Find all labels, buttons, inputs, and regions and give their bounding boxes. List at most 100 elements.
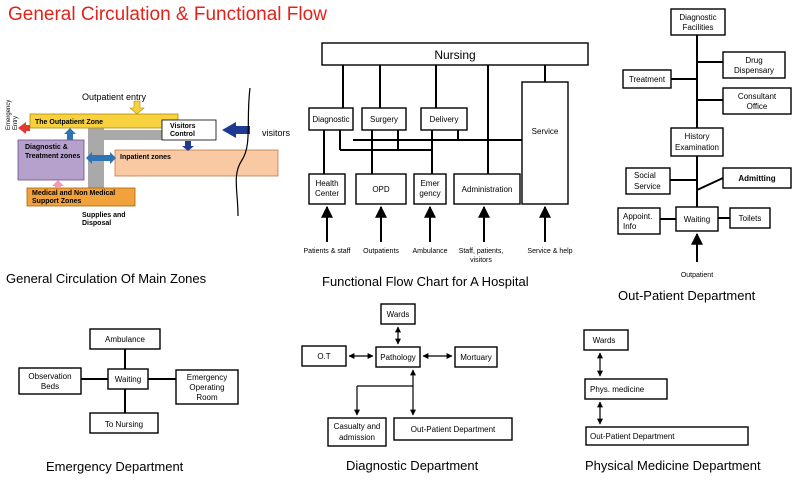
diagnostic-zone-label-2: Treatment zones (25, 153, 80, 160)
support-link-arrow (52, 180, 64, 188)
drug-dispensary-label-1: Drug (745, 56, 762, 65)
consultant-office-label-1: Consultant (738, 92, 777, 101)
appoint-info-label-1: Appoint. (623, 212, 652, 221)
input-staff-patients-visitors-2: visitors (470, 257, 492, 264)
input-patients-staff: Patients & staff (304, 248, 351, 255)
emergency-operating-room-box (175, 369, 239, 405)
delivery-label: Delivery (430, 115, 459, 124)
administration-box (453, 173, 521, 205)
support-zones (26, 187, 136, 207)
input-staff-patients-visitors-1: Staff, patients, (459, 248, 504, 255)
emergency-entry-label-1: Emergency (6, 100, 12, 130)
functional-flow-chart: Nursing Diagnostic Surgery Delivery Serv… (304, 42, 589, 264)
administration-label: Administration (462, 185, 513, 194)
dd-wards-box (380, 303, 416, 325)
casualty-admission-label-2: admission (339, 433, 375, 442)
ot-label: O.T (317, 352, 330, 361)
caption-emergency-department: Emergency Department (46, 459, 184, 474)
visitors-control-label-2: Control (170, 131, 195, 138)
appoint-info-label-2: Info (623, 222, 637, 231)
physical-medicine-diagram: Wards Phys. medicine Out-Patient Departm… (583, 329, 749, 446)
pm-outpatient-department-label: Out-Patient Department (590, 432, 675, 441)
caption-outpatient-department: Out-Patient Department (618, 288, 756, 303)
casualty-admission-box (327, 417, 387, 447)
inpatient-zones (114, 149, 279, 177)
consultant-office-box (722, 87, 792, 115)
supplies-label-1: Supplies and (82, 212, 126, 219)
casualty-admission-label-1: Casualty and (334, 422, 381, 431)
toilets-label: Toilets (739, 214, 762, 223)
mortuary-box (454, 346, 498, 368)
pm-outpatient-department-box (585, 426, 749, 446)
caption-functional-flow: Functional Flow Chart for A Hospital (322, 274, 529, 289)
inpatient-zones-label: Inpatient zones (120, 154, 171, 161)
pm-wards-label: Wards (593, 336, 616, 345)
health-center-box (308, 173, 346, 205)
dd-outpatient-department-label: Out-Patient Department (411, 425, 496, 434)
support-zones-label-1: Medical and Non Medical (32, 190, 115, 197)
emergency-department-diagram: Ambulance Observation Beds Waiting Emerg… (18, 328, 239, 434)
supplies-label-2: Disposal (82, 220, 111, 227)
ot-box (301, 345, 347, 367)
diagnostic-facilities-box (670, 8, 726, 36)
diagnostic-facilities-label-1: Diagnostic (679, 13, 716, 22)
general-circulation-diagram: The Outpatient Zone Diagnostic & Treatme… (6, 87, 291, 227)
opd-label: OPD (372, 185, 390, 194)
social-service-label-1: Social (634, 171, 656, 180)
vertical-circulation-arrow (64, 128, 76, 140)
emergency-entry-arrow (18, 122, 30, 134)
emergency-entry-label-2: Entry (13, 116, 19, 130)
outpatient-zone-label: The Outpatient Zone (35, 119, 103, 126)
history-examination-box (670, 127, 724, 157)
phys-medicine-label: Phys. medicine (590, 385, 645, 394)
surgery-label: Surgery (370, 115, 398, 124)
diagnostic-label: Diagnostic (312, 115, 349, 124)
site-boundary-curve (235, 87, 251, 217)
emergency-label-1: Emer (420, 179, 439, 188)
outpatient-department-diagram: Diagnostic Facilities Drug Dispensary Tr… (617, 8, 792, 279)
phys-medicine-box (584, 378, 668, 400)
ambulance-label: Ambulance (105, 335, 146, 344)
visitors-arrow (222, 122, 250, 138)
diagnostic-treatment-zone (17, 139, 85, 181)
drug-dispensary-box (722, 51, 786, 79)
visitors-label: visitors (262, 128, 291, 138)
service-label: Service (532, 127, 559, 136)
visitors-control-label-1: Visitors (170, 123, 196, 130)
health-center-label-2: Center (315, 189, 339, 198)
drug-dispensary-label-2: Dispensary (734, 66, 774, 75)
appoint-info-box (617, 207, 661, 235)
nursing-box (321, 42, 589, 66)
visitors-down-arrow (182, 141, 194, 151)
consultant-office-label-2: Office (747, 102, 768, 111)
observation-beds-label-1: Observation (28, 372, 71, 381)
mortuary-label: Mortuary (460, 353, 492, 362)
diagnostic-zone-label-1: Diagnostic & (25, 144, 68, 151)
emergency-operating-room-label-2: Operating (189, 383, 224, 392)
to-nursing-label: To Nursing (105, 420, 143, 429)
emergency-label-2: gency (419, 189, 440, 198)
delivery-box (420, 107, 468, 131)
diagnostic-inpatient-arrow (86, 152, 116, 164)
visitors-control-box (161, 119, 217, 141)
caption-general-circulation: General Circulation Of Main Zones (6, 271, 207, 286)
surgery-box (361, 107, 407, 131)
observation-beds-box (18, 367, 82, 395)
emergency-box (413, 173, 447, 205)
input-outpatients: Outpatients (363, 248, 399, 255)
caption-diagnostic-department: Diagnostic Department (346, 458, 479, 473)
treatment-label: Treatment (629, 75, 666, 84)
diagnostic-department-diagram: Wards O.T Pathology Mortuary Casualty an… (301, 303, 513, 447)
pathology-label: Pathology (380, 353, 416, 362)
dd-outpatient-department-box (393, 417, 513, 441)
opd-box (355, 173, 407, 205)
pm-wards-box (583, 329, 629, 351)
admitting-label: Admitting (738, 174, 775, 183)
input-ambulance: Ambulance (412, 248, 447, 255)
health-center-label-1: Health (315, 179, 338, 188)
outpatient-entry-label: Outpatient entry (82, 92, 147, 102)
nursing-label: Nursing (434, 48, 475, 62)
support-zones-label-2: Support Zones (32, 198, 81, 205)
diagnostic-box (308, 107, 354, 131)
